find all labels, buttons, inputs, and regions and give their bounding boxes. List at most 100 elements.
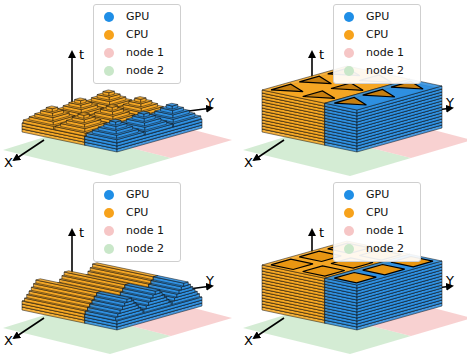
task-block bbox=[97, 292, 132, 300]
legend-swatch bbox=[104, 244, 114, 254]
axis-label: Y bbox=[446, 96, 454, 110]
legend-swatch bbox=[104, 208, 114, 218]
top-notch bbox=[299, 76, 331, 84]
task-block bbox=[106, 105, 118, 108]
legend-swatch bbox=[104, 190, 114, 200]
legend-box: GPU CPU node 1 node 2 bbox=[333, 182, 421, 262]
top-notch bbox=[334, 98, 366, 106]
legend-text: CPU bbox=[366, 205, 388, 221]
legend-swatch bbox=[344, 244, 354, 254]
task-block bbox=[36, 279, 101, 293]
task-block bbox=[75, 98, 87, 101]
legend-swatch bbox=[344, 66, 354, 76]
legend-row: node 2 bbox=[334, 63, 420, 79]
task-block bbox=[166, 103, 178, 106]
legend-swatch bbox=[344, 30, 354, 40]
legend-text: node 1 bbox=[126, 223, 164, 239]
task-block bbox=[85, 290, 170, 317]
x-axis bbox=[254, 318, 284, 338]
legend-swatch bbox=[344, 208, 354, 218]
task-block bbox=[36, 280, 97, 296]
legend-row: GPU bbox=[334, 9, 420, 25]
legend-swatch bbox=[344, 12, 354, 22]
x-axis bbox=[14, 318, 44, 338]
task-block bbox=[103, 90, 115, 93]
task-block bbox=[93, 263, 158, 277]
top-rect bbox=[363, 265, 405, 275]
legend-row: GPU bbox=[334, 187, 420, 203]
axis-label: X bbox=[244, 156, 253, 170]
top-rect bbox=[271, 259, 313, 269]
legend-row: node 1 bbox=[334, 223, 420, 239]
legend-row: GPU bbox=[94, 187, 180, 203]
task-block bbox=[138, 111, 150, 114]
axis-label: t bbox=[79, 226, 84, 240]
axis-label: Y bbox=[206, 274, 214, 288]
legend-box: GPU CPU node 1 node 2 bbox=[93, 182, 181, 262]
legend-swatch bbox=[344, 190, 354, 200]
legend-text: node 1 bbox=[366, 223, 404, 239]
legend-box: GPU CPU node 1 node 2 bbox=[333, 4, 421, 84]
legend-text: node 2 bbox=[126, 241, 164, 257]
axis-label: Y bbox=[446, 274, 454, 288]
legend-text: GPU bbox=[366, 187, 389, 203]
top-rect bbox=[303, 266, 345, 276]
task-block bbox=[93, 264, 154, 280]
legend-swatch bbox=[344, 226, 354, 236]
legend-row: CPU bbox=[94, 27, 180, 43]
legend-row: node 1 bbox=[94, 223, 180, 239]
legend-box: GPU CPU node 1 node 2 bbox=[93, 4, 181, 84]
legend-row: CPU bbox=[334, 27, 420, 43]
axis-label: X bbox=[4, 334, 13, 348]
axis-label: X bbox=[4, 156, 13, 170]
legend-swatch bbox=[104, 30, 114, 40]
task-block bbox=[64, 272, 125, 288]
legend-text: node 1 bbox=[366, 45, 404, 61]
top-notch bbox=[303, 91, 335, 98]
top-notch bbox=[271, 84, 303, 92]
axis-label: Y bbox=[206, 96, 214, 110]
legend-swatch bbox=[344, 48, 354, 58]
node-1-floor bbox=[64, 112, 232, 158]
top-rect bbox=[334, 273, 376, 283]
legend-row: CPU bbox=[334, 205, 420, 221]
legend-text: CPU bbox=[126, 27, 148, 43]
x-axis bbox=[14, 140, 44, 160]
axis-label: t bbox=[319, 48, 324, 62]
legend-row: node 2 bbox=[94, 241, 180, 257]
legend-swatch bbox=[104, 12, 114, 22]
legend-row: node 2 bbox=[334, 241, 420, 257]
task-block bbox=[153, 276, 188, 284]
legend-swatch bbox=[104, 48, 114, 58]
task-block bbox=[135, 97, 147, 100]
task-block bbox=[46, 106, 58, 109]
task-block bbox=[117, 125, 202, 152]
legend-row: node 2 bbox=[94, 63, 180, 79]
legend-text: node 1 bbox=[126, 45, 164, 61]
task-block bbox=[64, 271, 129, 285]
legend-row: CPU bbox=[94, 205, 180, 221]
task-block bbox=[85, 112, 202, 143]
legend-row: node 1 bbox=[94, 45, 180, 61]
legend-text: node 2 bbox=[366, 63, 404, 79]
task-block bbox=[125, 284, 160, 292]
legend-swatch bbox=[104, 66, 114, 76]
axis-label: X bbox=[244, 334, 253, 348]
task-block bbox=[78, 113, 90, 116]
legend-swatch bbox=[104, 226, 114, 236]
axis-label: t bbox=[79, 48, 84, 62]
axis-label: t bbox=[319, 226, 324, 240]
task-block bbox=[117, 300, 202, 327]
legend-text: node 2 bbox=[126, 63, 164, 79]
task-block bbox=[110, 119, 122, 122]
legend-text: GPU bbox=[126, 187, 149, 203]
legend-row: node 1 bbox=[334, 45, 420, 61]
legend-text: GPU bbox=[366, 9, 389, 25]
task-block bbox=[117, 297, 202, 324]
legend-text: CPU bbox=[366, 27, 388, 43]
legend-text: node 2 bbox=[366, 241, 404, 257]
legend-text: GPU bbox=[126, 9, 149, 25]
top-notch bbox=[331, 83, 363, 90]
x-axis bbox=[254, 140, 284, 160]
legend-text: CPU bbox=[126, 205, 148, 221]
